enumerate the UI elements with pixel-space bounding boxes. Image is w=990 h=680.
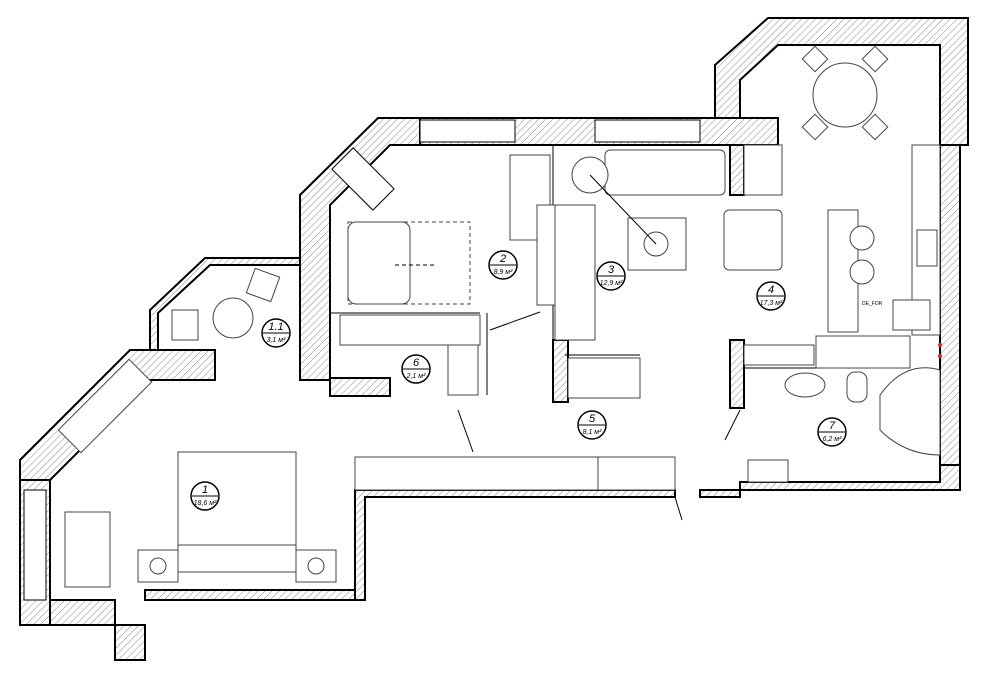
hob bbox=[916, 229, 938, 267]
partition-room6 bbox=[329, 377, 391, 397]
toilet bbox=[846, 371, 868, 403]
room-number: 5 bbox=[589, 413, 596, 425]
bathtub bbox=[879, 367, 941, 456]
room-number: 6 bbox=[413, 357, 420, 369]
window bbox=[23, 489, 47, 601]
door bbox=[457, 409, 474, 453]
round-table bbox=[812, 62, 878, 128]
cabinet bbox=[743, 144, 783, 196]
partition-living bbox=[729, 144, 745, 196]
partition-bath bbox=[729, 339, 745, 409]
fixture-dot bbox=[938, 343, 942, 347]
rug bbox=[64, 511, 111, 588]
tv-unit bbox=[554, 204, 596, 341]
entrance-door bbox=[674, 496, 683, 521]
room-number: 3 bbox=[608, 264, 615, 276]
room-area: 8,9 м² bbox=[494, 269, 513, 276]
shelf bbox=[447, 344, 479, 396]
bar-stool bbox=[849, 259, 875, 285]
wardrobe bbox=[57, 358, 153, 454]
room-area: 12,9 м² bbox=[600, 280, 623, 287]
radiator bbox=[331, 147, 395, 211]
shoe-rack bbox=[597, 456, 676, 491]
cabinet bbox=[567, 357, 641, 399]
chair bbox=[801, 45, 829, 73]
wardrobe bbox=[536, 204, 556, 306]
windows bbox=[23, 119, 701, 601]
room-number: 2 bbox=[499, 253, 506, 265]
bottom-wall-right bbox=[699, 464, 961, 498]
room1-bottom-wall bbox=[144, 589, 356, 601]
room-label-1-1: 1.1 3,1 м² bbox=[261, 318, 291, 348]
sofa bbox=[604, 149, 726, 196]
kitchen-island bbox=[815, 335, 911, 369]
room-label-5: 5 8,1 м² bbox=[577, 410, 607, 440]
furniture: DE_FOR bbox=[57, 45, 942, 588]
room-label-1: 1 18,6 м² bbox=[190, 481, 220, 511]
washbasin bbox=[784, 372, 826, 398]
chair bbox=[801, 113, 829, 141]
desk bbox=[509, 154, 551, 241]
sofa bbox=[347, 221, 411, 305]
wardrobe bbox=[339, 314, 481, 346]
kitchen-note: DE_FOR bbox=[862, 301, 883, 307]
room-label-4: 4 17,3 м² bbox=[756, 281, 786, 311]
fixture-dot bbox=[938, 354, 942, 358]
window bbox=[419, 119, 516, 143]
window bbox=[594, 119, 701, 143]
room-label-6: 6 2,1 м² bbox=[401, 354, 431, 384]
room-number: 4 bbox=[768, 284, 774, 296]
chair bbox=[171, 309, 199, 341]
partition-3-5 bbox=[552, 339, 569, 403]
room-label-7: 7 6,2 м² bbox=[817, 417, 847, 447]
round-table bbox=[212, 297, 254, 339]
room-area: 3,1 м² bbox=[267, 337, 286, 344]
room-area: 8,1 м² bbox=[583, 429, 602, 436]
lamp bbox=[307, 557, 325, 575]
lamp-arm bbox=[589, 174, 657, 245]
room-label-3: 3 12,9 м² bbox=[596, 261, 626, 291]
room-area: 18,6 м² bbox=[194, 500, 217, 507]
bar-stool bbox=[849, 225, 875, 251]
chair bbox=[861, 113, 889, 141]
room-area: 2,1 м² bbox=[406, 373, 426, 380]
armchair bbox=[723, 209, 783, 271]
chair bbox=[861, 45, 889, 73]
right-wall bbox=[939, 144, 961, 466]
radiator bbox=[743, 344, 815, 366]
room-number: 1.1 bbox=[268, 321, 283, 333]
room-area: 17,3 м² bbox=[760, 300, 783, 307]
bottom-wall bbox=[354, 489, 676, 601]
lamp bbox=[149, 557, 167, 575]
room-number: 1 bbox=[202, 484, 208, 496]
room2-wall bbox=[299, 117, 421, 381]
washing-machine bbox=[747, 459, 789, 483]
door bbox=[489, 311, 541, 331]
room-number: 7 bbox=[829, 420, 836, 432]
sink bbox=[892, 299, 931, 331]
room-area: 6,2 м² bbox=[823, 436, 842, 443]
chair bbox=[245, 267, 281, 303]
room-labels: 1 18,6 м² 1.1 3,1 м² 2 8,9 м² 3 12,9 м² … bbox=[190, 250, 847, 511]
door bbox=[724, 409, 741, 441]
room-label-2: 2 8,9 м² bbox=[488, 250, 518, 280]
pillows bbox=[177, 544, 297, 573]
